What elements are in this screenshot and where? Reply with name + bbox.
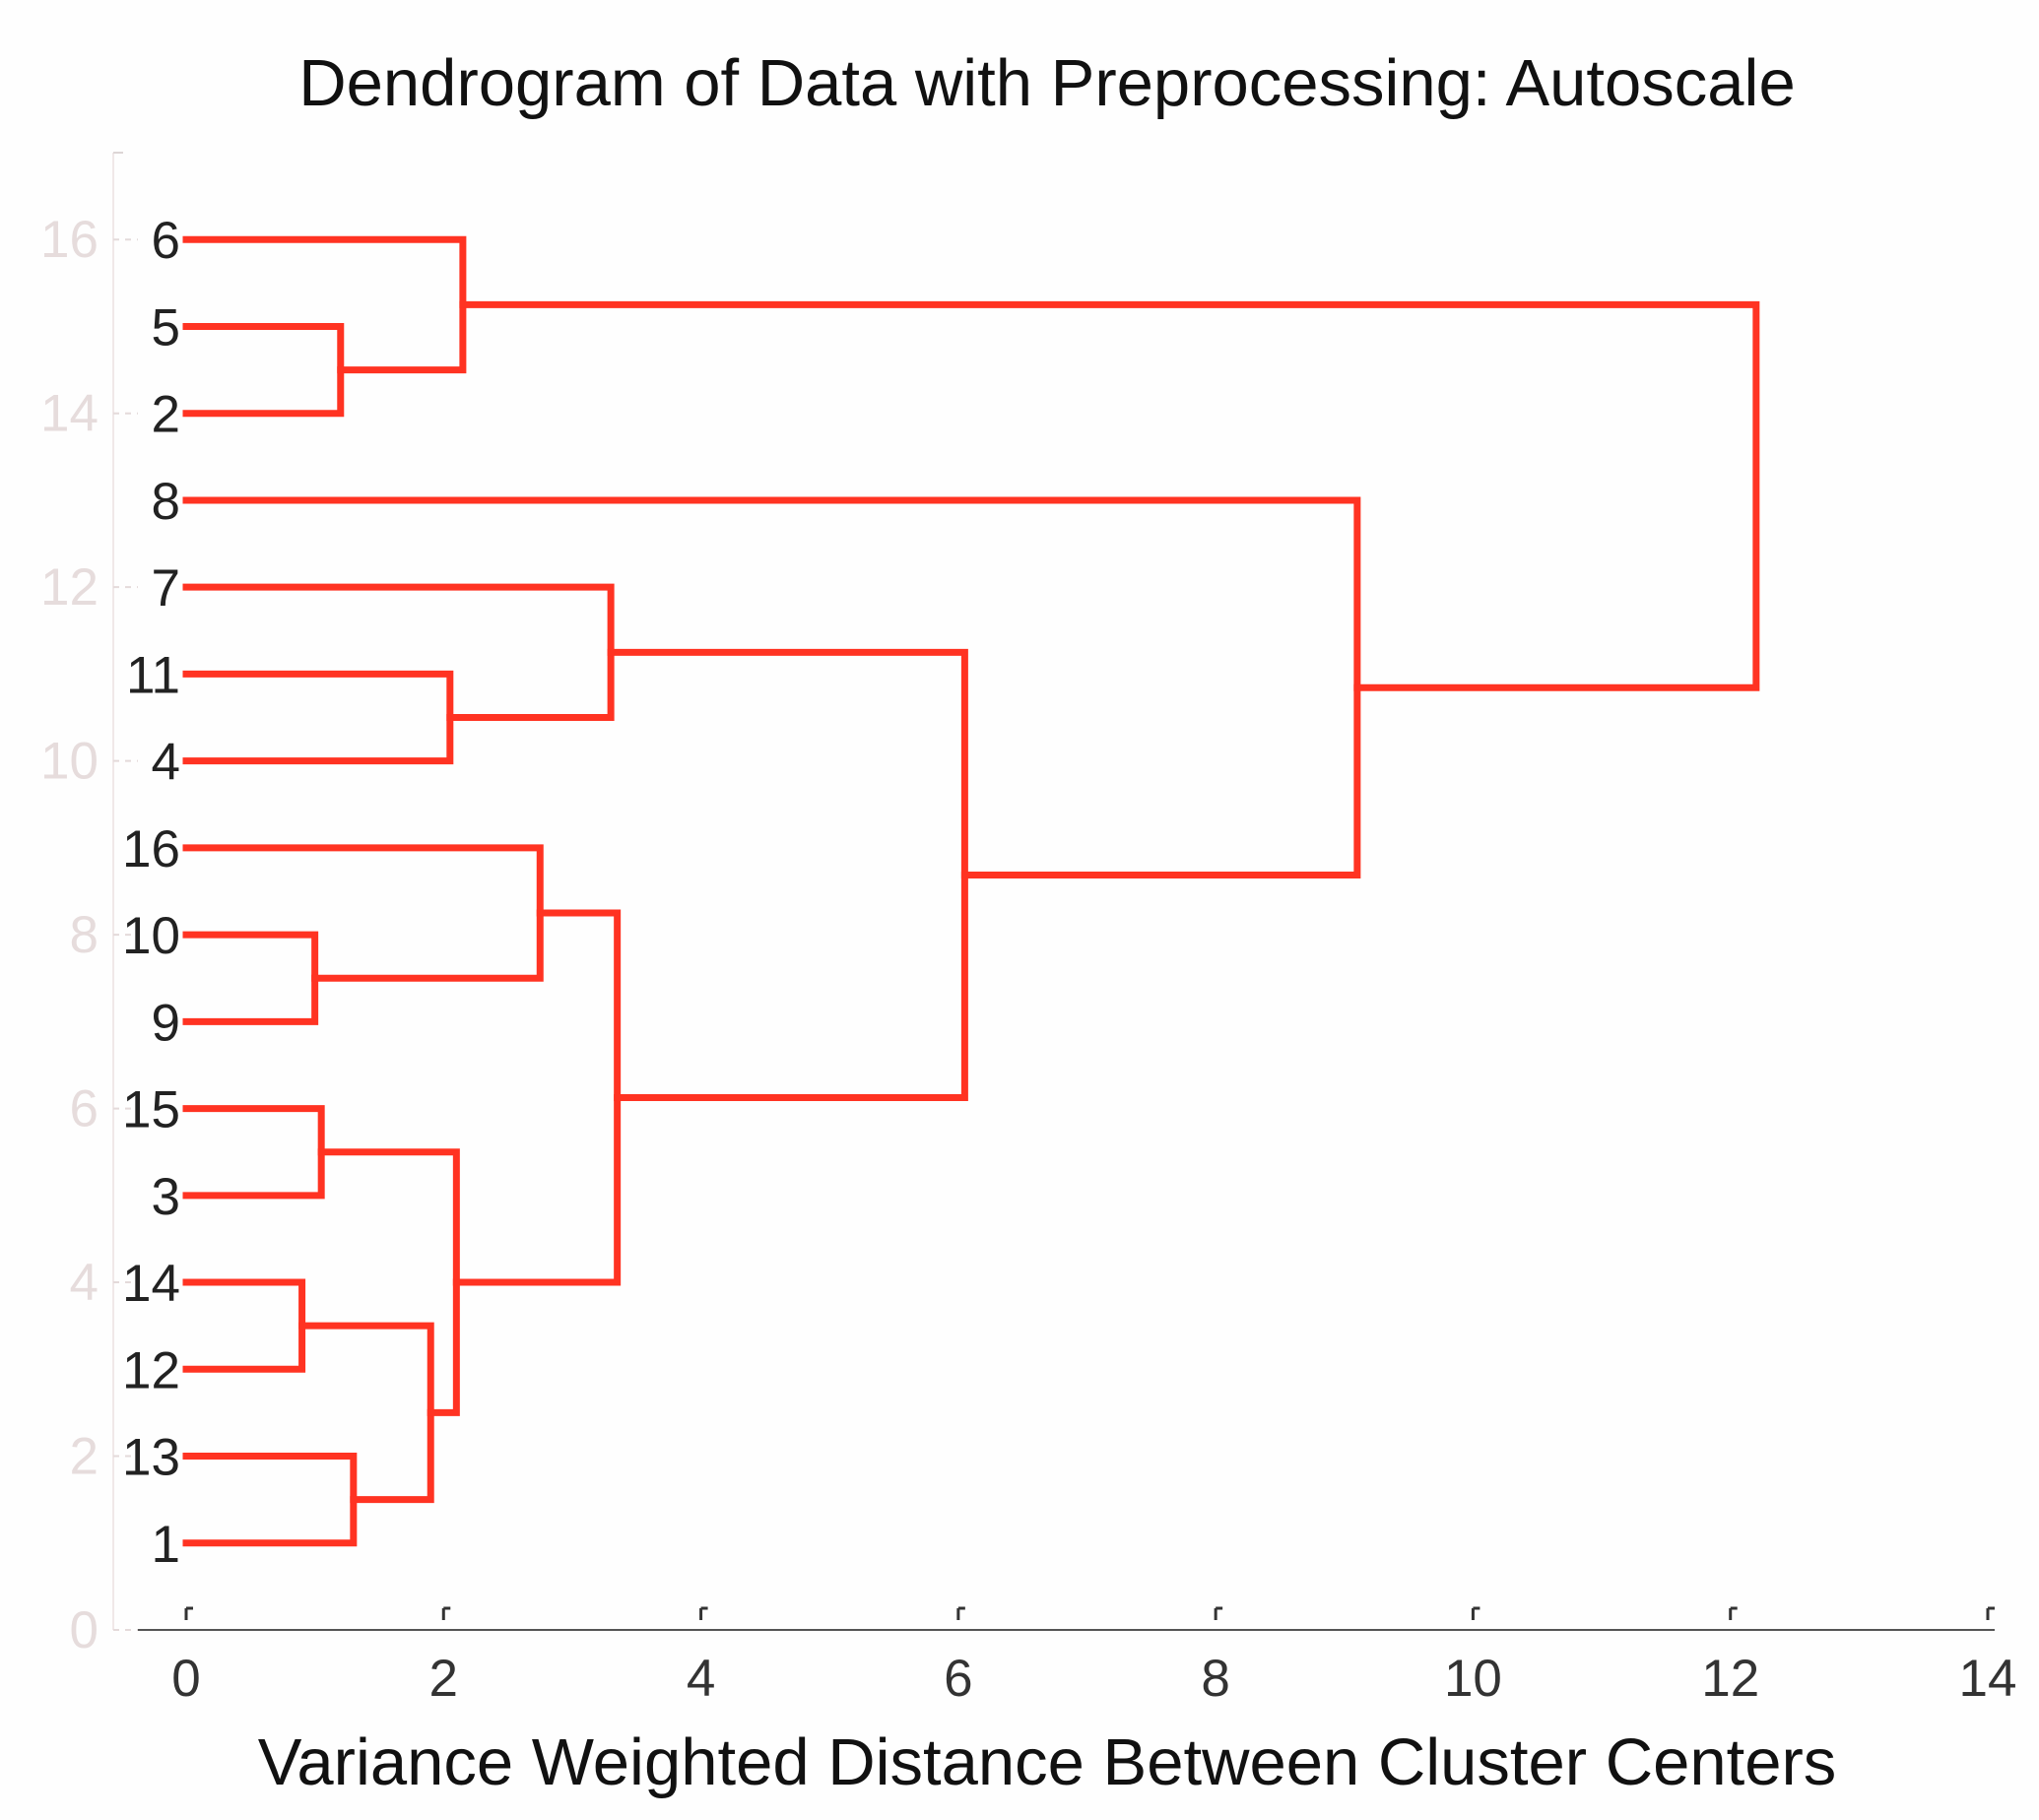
dendrogram-link bbox=[182, 1105, 325, 1200]
dendrogram-link bbox=[182, 1453, 358, 1547]
leaf-label: 5 bbox=[152, 298, 180, 357]
dendrogram-link bbox=[182, 583, 615, 722]
leaf-labels: 6 5 2 8 7 11 4 16 10 9 15 3 14 12 13 1 bbox=[122, 212, 180, 1574]
x-axis-ticks: 0 2 4 6 8 10 12 14 bbox=[171, 1606, 2017, 1708]
chart-title: Dendrogram of Data with Preprocessing: A… bbox=[298, 46, 1795, 120]
x-axis-label: Variance Weighted Distance Between Clust… bbox=[258, 1725, 1837, 1799]
y-axis-ticks: 0 2 4 6 8 10 12 14 16 bbox=[40, 211, 138, 1659]
leaf-label: 10 bbox=[122, 907, 180, 965]
y-tick-label: 4 bbox=[70, 1254, 99, 1312]
dendrogram-links bbox=[182, 235, 1760, 1547]
leaf-label: 9 bbox=[152, 994, 180, 1052]
dendrogram-link bbox=[317, 1148, 460, 1416]
dendrogram-link bbox=[182, 322, 345, 418]
dendrogram-link bbox=[298, 1322, 434, 1504]
dendrogram-link bbox=[182, 235, 467, 374]
x-tick-label: 10 bbox=[1444, 1650, 1502, 1708]
leaf-label: 11 bbox=[126, 646, 180, 704]
y-tick-label: 0 bbox=[70, 1601, 99, 1659]
leaf-label: 4 bbox=[152, 734, 180, 792]
leaf-label: 12 bbox=[122, 1341, 180, 1399]
y-tick-label: 14 bbox=[40, 385, 99, 443]
dendrogram-link bbox=[182, 844, 544, 982]
x-tick-label: 6 bbox=[944, 1650, 972, 1708]
x-tick-label: 12 bbox=[1701, 1650, 1759, 1708]
y-tick-label: 8 bbox=[70, 906, 99, 964]
leaf-label: 7 bbox=[152, 559, 180, 618]
y-tick-label: 2 bbox=[70, 1428, 99, 1486]
x-tick-label: 14 bbox=[1959, 1650, 2017, 1708]
x-tick-label: 2 bbox=[429, 1650, 458, 1708]
leaf-label: 6 bbox=[152, 212, 180, 270]
y-tick-label: 10 bbox=[40, 733, 99, 791]
dendrogram-link bbox=[182, 496, 1361, 878]
x-tick-label: 0 bbox=[171, 1650, 200, 1708]
leaf-label: 14 bbox=[122, 1255, 180, 1313]
dendrogram-link bbox=[182, 670, 454, 765]
dendrogram-link bbox=[182, 931, 319, 1025]
y-tick-label: 12 bbox=[40, 558, 99, 617]
leaf-label: 1 bbox=[152, 1516, 180, 1574]
dendrogram-link bbox=[182, 1278, 306, 1373]
x-tick-label: 4 bbox=[687, 1650, 715, 1708]
leaf-label: 8 bbox=[152, 473, 180, 531]
y-tick-label: 6 bbox=[70, 1080, 99, 1138]
leaf-label: 3 bbox=[152, 1168, 180, 1226]
y-tick-label: 16 bbox=[40, 211, 99, 269]
dendrogram-link bbox=[459, 300, 1760, 691]
leaf-label: 15 bbox=[122, 1081, 180, 1139]
x-tick-label: 8 bbox=[1201, 1650, 1229, 1708]
leaf-label: 16 bbox=[122, 820, 180, 878]
leaf-label: 13 bbox=[122, 1429, 180, 1487]
leaf-label: 2 bbox=[152, 386, 180, 444]
dendrogram-link bbox=[607, 648, 968, 1102]
